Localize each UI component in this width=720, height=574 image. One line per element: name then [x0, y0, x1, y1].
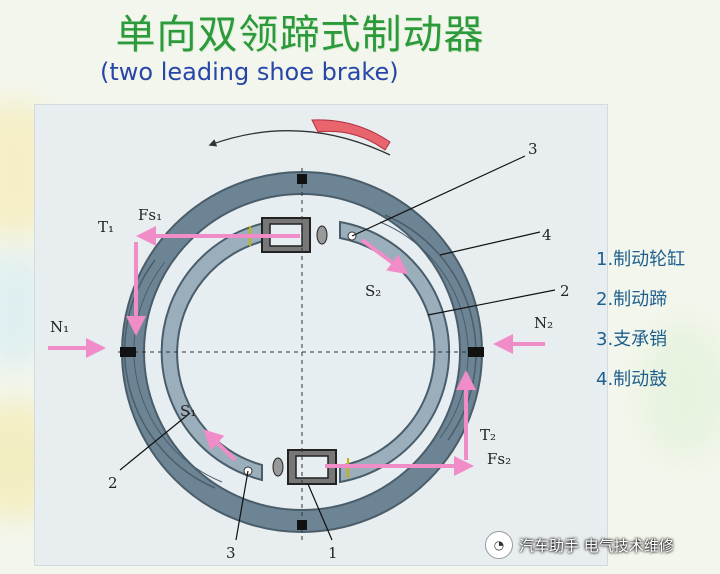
legend-item: 4.制动鼓 — [596, 369, 668, 390]
label-s1: S₁ — [180, 402, 196, 420]
watermark: ◔ 汽车助手 电气技术维修 — [485, 528, 715, 562]
watermark-text: 汽车助手 电气技术维修 — [519, 536, 674, 555]
legend-item: 1.制动轮缸 — [596, 249, 686, 270]
right-brake-shoe — [339, 220, 451, 484]
label-num-2-right: 2 — [560, 282, 570, 300]
label-fs1: Fs₁ — [138, 206, 162, 224]
label-num-1: 1 — [328, 544, 338, 562]
label-fs2: Fs₂ — [487, 450, 511, 468]
background-blob — [640, 320, 720, 460]
label-num-3-bottom: 3 — [226, 544, 236, 562]
left-brake-shoe — [160, 221, 270, 482]
legend: 1.制动轮缸 2.制动蹄 3.支承销 4.制动鼓 — [596, 240, 685, 400]
label-num-4: 4 — [542, 226, 552, 244]
page-subtitle: (two leading shoe brake) — [100, 58, 399, 86]
rotation-arrow — [208, 130, 391, 156]
page-title: 单向双领蹄式制动器 — [115, 12, 485, 58]
rotation-indicator — [311, 119, 391, 151]
label-num-3-top: 3 — [528, 140, 538, 158]
legend-item: 3.支承销 — [596, 329, 668, 350]
wheel-cylinder-bottom — [272, 449, 349, 485]
label-t1: T₁ — [98, 218, 114, 236]
wechat-icon: ◔ — [485, 531, 513, 559]
label-n1: N₁ — [50, 318, 69, 336]
legend-item: 2.制动蹄 — [596, 289, 668, 310]
force-arrow-s1 — [203, 429, 237, 462]
force-arrow-s2 — [360, 238, 409, 275]
label-t2: T₂ — [480, 426, 496, 444]
label-n2: N₂ — [534, 314, 553, 332]
label-num-2-left: 2 — [108, 474, 118, 492]
label-s2: S₂ — [365, 282, 381, 300]
